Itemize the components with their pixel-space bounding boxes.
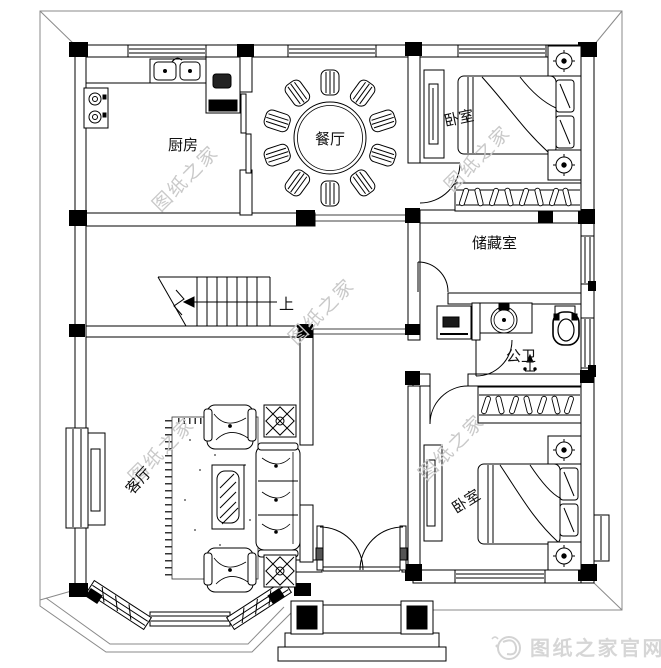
- porch-column: [296, 605, 318, 630]
- kitchen-sink: [149, 57, 207, 84]
- watermarks: 图纸之家 图纸之家 图纸之家 图纸之家 图纸之家: [124, 121, 515, 488]
- washbasin: [479, 302, 533, 334]
- bathroom-fixtures: [436, 302, 580, 372]
- coffee-table: [211, 464, 245, 530]
- entry-double-door: [315, 525, 408, 572]
- door-bedroom-top: [419, 162, 461, 204]
- armchair: [203, 404, 257, 450]
- wardrobe: [477, 386, 582, 424]
- nightstand: [547, 45, 582, 77]
- toilet: [552, 305, 580, 346]
- fridge: [205, 56, 241, 114]
- exterior-flue: [593, 514, 610, 562]
- window-top-kitchen: [127, 44, 207, 58]
- dining-chair: [262, 142, 293, 169]
- door-bathroom: [475, 339, 513, 377]
- tv-cabinet: [423, 444, 443, 542]
- label-stairs-up: 上: [279, 296, 294, 313]
- bay-window-left: [85, 579, 153, 631]
- label-storage: 储藏室: [472, 235, 517, 252]
- bedroom-bottom-furniture: [423, 386, 582, 571]
- wardrobe: [454, 182, 582, 212]
- label-bedroom-top: 卧室: [443, 107, 476, 130]
- bedroom-top-furniture: [423, 45, 582, 212]
- window-right-bathroom: [580, 317, 595, 369]
- porch-column: [406, 605, 428, 630]
- doors: [240, 93, 513, 572]
- dining-table: [293, 101, 367, 175]
- armchair: [203, 547, 257, 593]
- stove: [83, 87, 109, 129]
- tv-cabinet: [87, 432, 106, 526]
- washing-machine: [436, 305, 472, 340]
- dining-table-set: [262, 69, 398, 207]
- side-table: [263, 404, 297, 438]
- kitchen-fixtures: [83, 56, 241, 129]
- dining-chair: [282, 166, 313, 199]
- site-branding: 图纸之家官网: [491, 636, 661, 660]
- window-top-dining: [287, 44, 377, 58]
- window-top-bedroom: [457, 44, 547, 58]
- nightstand: [547, 149, 582, 181]
- floor-drain-icon: [523, 353, 537, 372]
- stairs: [157, 276, 277, 327]
- side-table: [263, 554, 297, 588]
- nightstand: [547, 435, 582, 465]
- label-dining: 餐厅: [315, 131, 345, 148]
- dining-chair: [320, 69, 340, 96]
- stairs-up-arrow: [173, 289, 277, 316]
- dining-chair: [320, 180, 340, 207]
- window-right-storage: [580, 235, 595, 285]
- window-left-living: [65, 427, 89, 529]
- door-storage: [417, 261, 449, 293]
- bed: [477, 463, 579, 545]
- eave-outline: [39, 10, 623, 653]
- label-kitchen: 厨房: [168, 137, 198, 154]
- dining-chair: [282, 77, 313, 110]
- sofa: [255, 442, 301, 558]
- nightstand: [547, 541, 582, 571]
- watermark: 图纸之家: [284, 274, 359, 349]
- window-bottom-bedroom: [454, 569, 546, 584]
- door-bedroom-bottom: [429, 385, 469, 425]
- dining-chair: [367, 142, 398, 169]
- sliding-door-kitchen: [240, 93, 252, 174]
- living-room-furniture: [87, 404, 301, 593]
- bed: [457, 75, 575, 155]
- dining-chair: [347, 166, 378, 199]
- site-name: 图纸之家官网: [530, 636, 661, 660]
- porch-steps: [277, 600, 447, 662]
- structural-columns: [69, 42, 597, 605]
- bay-window-center: [149, 611, 231, 627]
- dining-chair: [262, 107, 293, 134]
- ceiling-beam-lines: [313, 214, 410, 335]
- site-logo-icon: [491, 636, 521, 660]
- dining-chair: [347, 77, 378, 110]
- tv-cabinet: [423, 69, 445, 159]
- dining-chair: [367, 107, 398, 134]
- label-bathroom: 公卫: [506, 348, 536, 365]
